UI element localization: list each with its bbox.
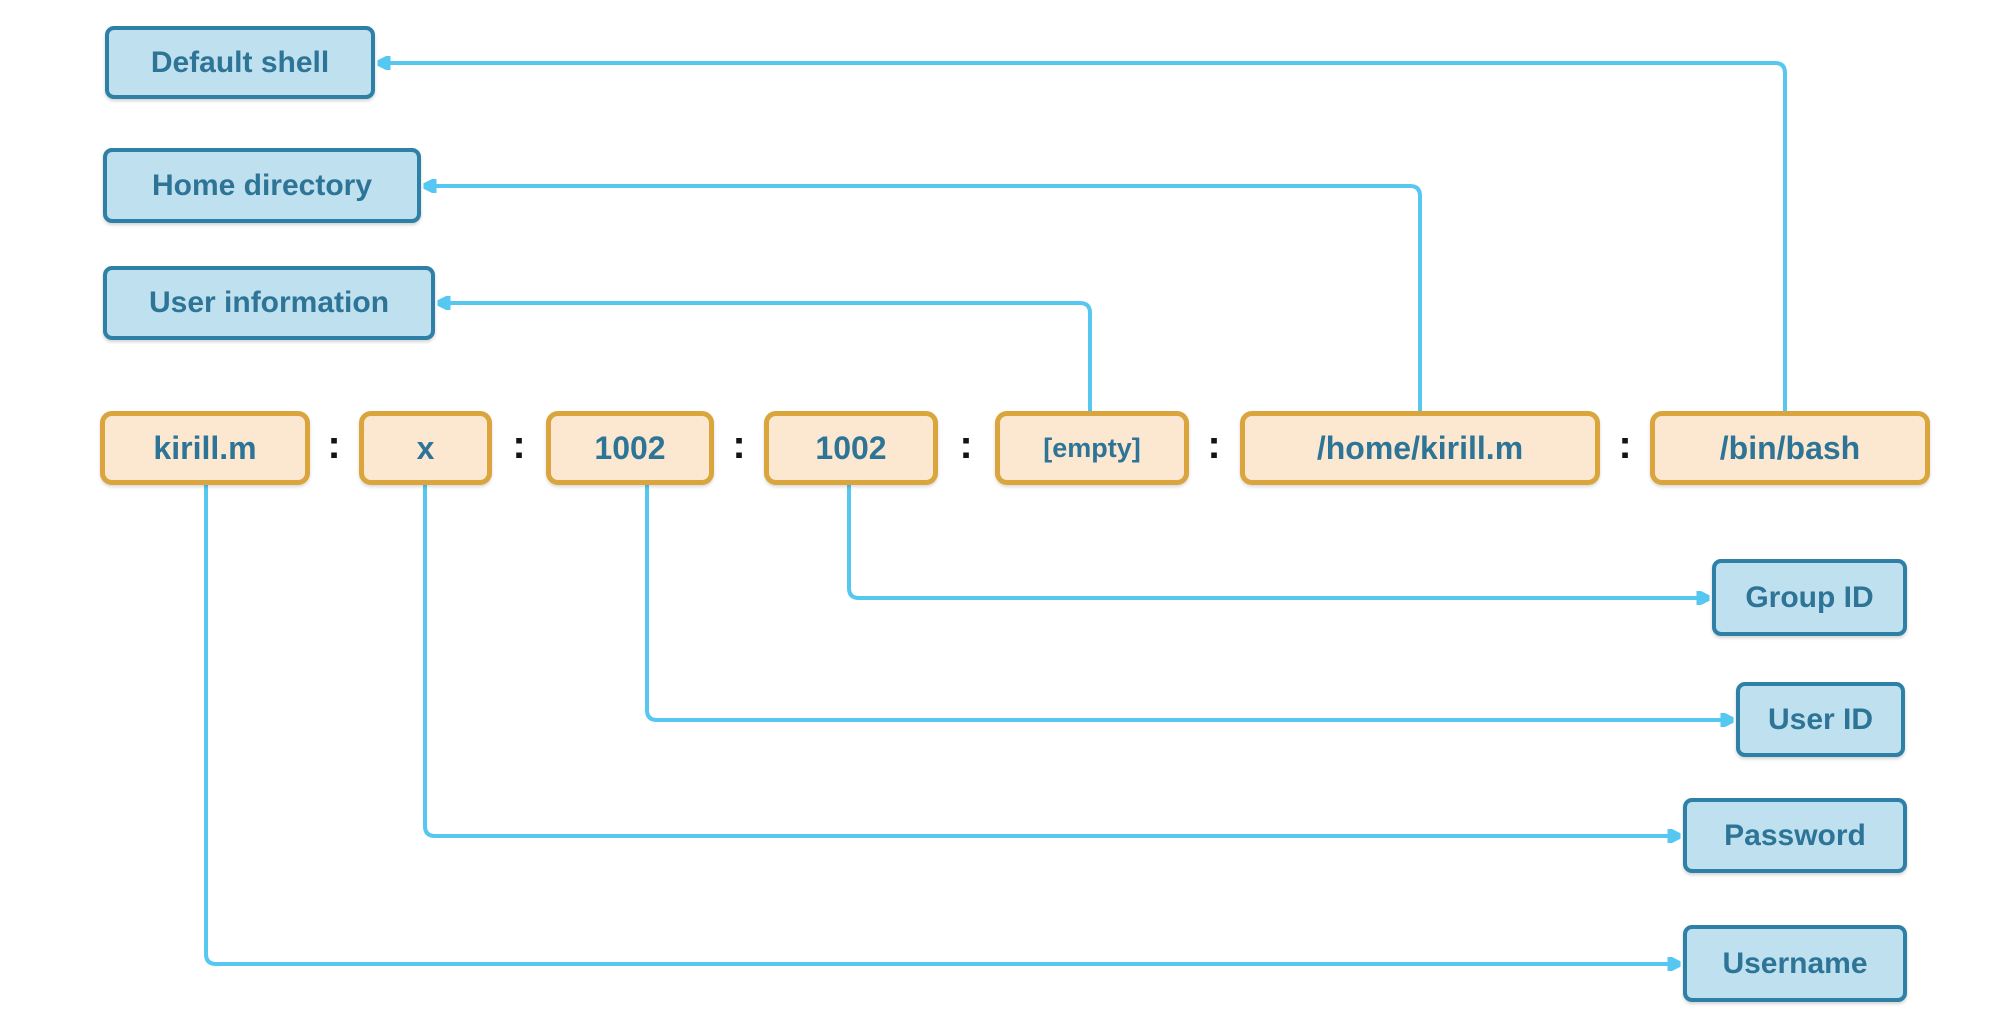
label-user-id: User ID: [1736, 682, 1905, 757]
label-group-id: Group ID: [1712, 559, 1907, 636]
field-separator: :: [959, 422, 973, 467]
field-separator: :: [732, 422, 746, 467]
field-home-directory: /home/kirill.m: [1240, 411, 1600, 485]
field-username: kirill.m: [100, 411, 310, 485]
label-user-information: User information: [103, 266, 435, 340]
field-group-id: 1002: [764, 411, 938, 485]
label-username: Username: [1683, 925, 1907, 1002]
connector-password-arrow: [423, 485, 1679, 836]
field-separator: :: [1618, 422, 1632, 467]
field-user-information: [empty]: [995, 411, 1189, 485]
field-default-shell: /bin/bash: [1650, 411, 1930, 485]
connector-user-information-arrow: [439, 303, 1092, 411]
field-separator: :: [327, 422, 341, 467]
field-user-id: 1002: [546, 411, 714, 485]
field-separator: :: [1207, 422, 1221, 467]
connector-group-id-arrow: [847, 485, 1708, 598]
field-password: x: [359, 411, 492, 485]
connector-username-arrow: [204, 485, 1679, 964]
label-password: Password: [1683, 798, 1907, 873]
connector-default-shell-arrow: [379, 63, 1787, 411]
field-separator: :: [512, 422, 526, 467]
label-default-shell: Default shell: [105, 26, 375, 99]
connector-user-id-arrow: [645, 485, 1732, 720]
label-home-directory: Home directory: [103, 148, 421, 223]
connector-home-directory-arrow: [425, 186, 1422, 411]
